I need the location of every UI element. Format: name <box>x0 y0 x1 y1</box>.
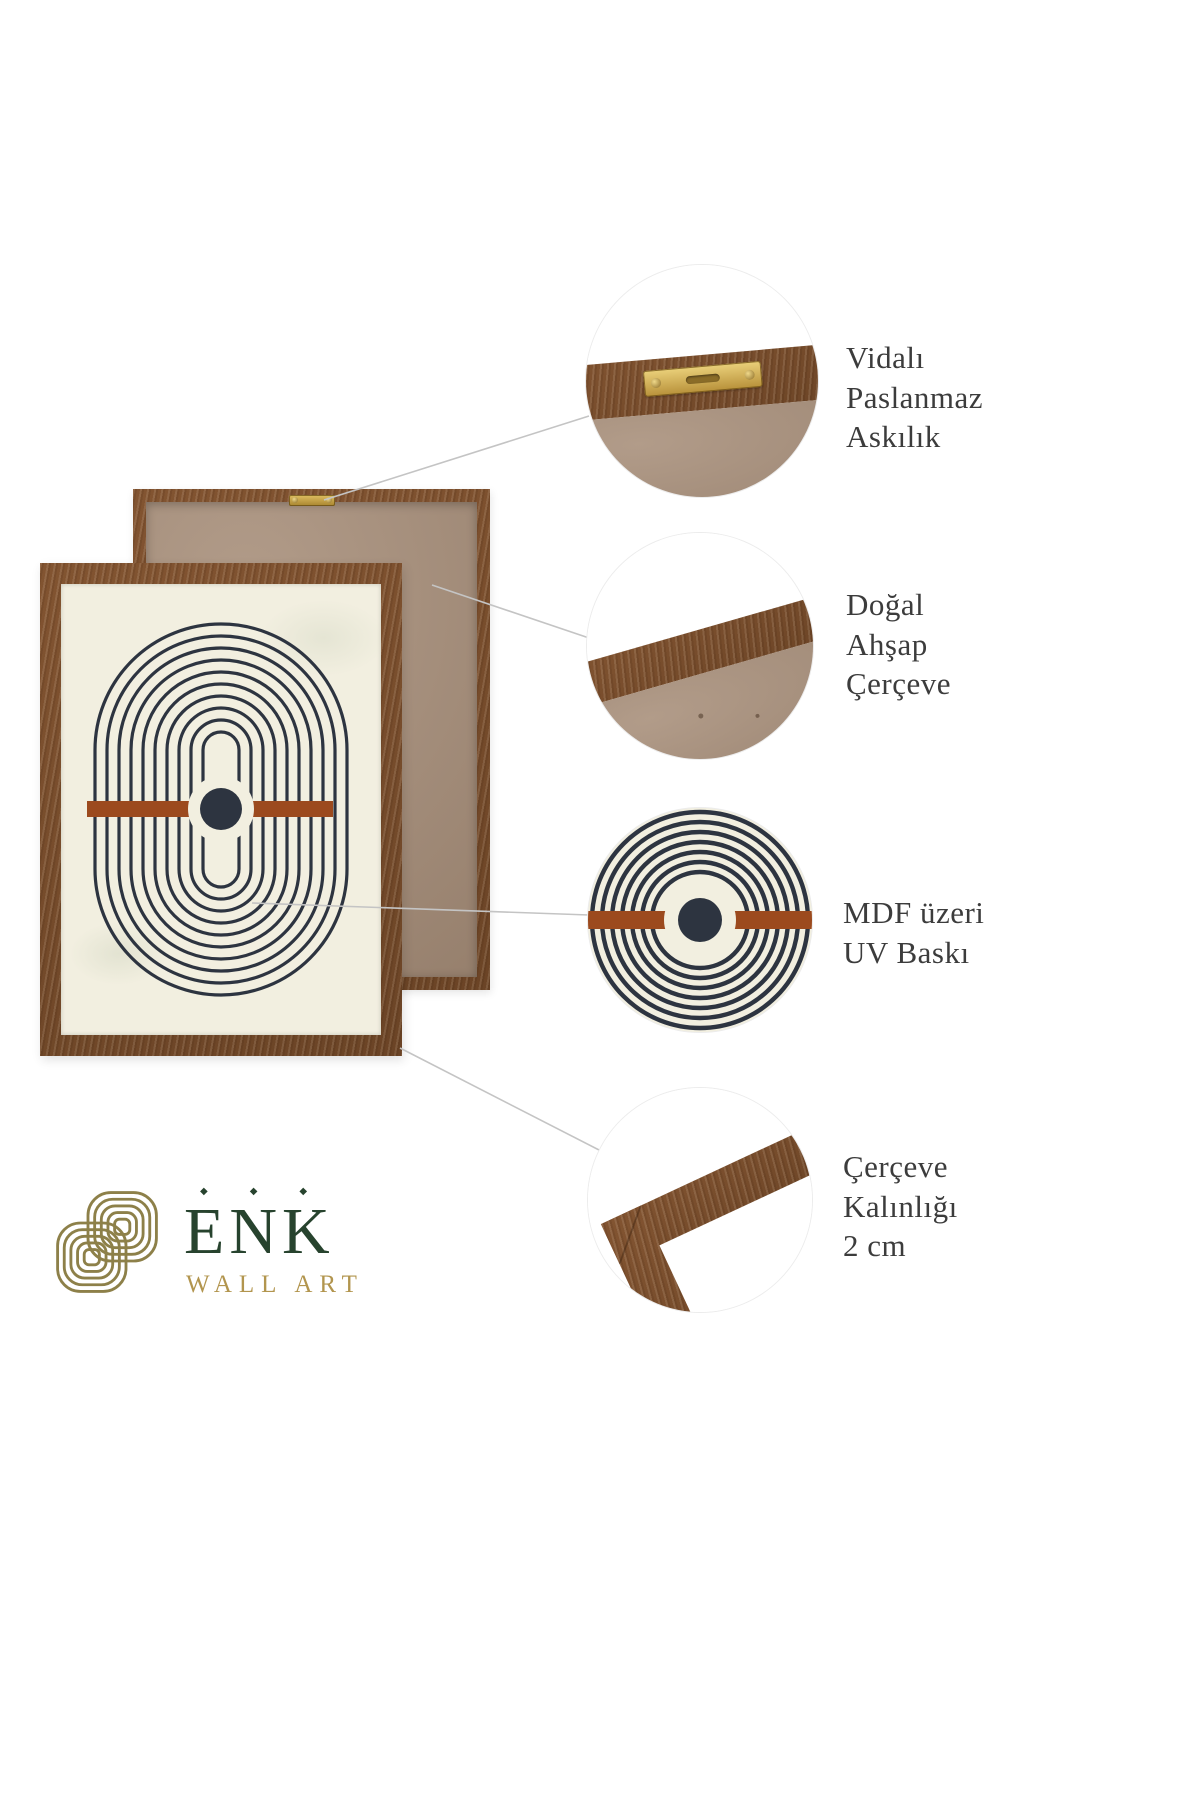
artwork-pattern <box>87 622 349 997</box>
artwork-print <box>61 584 381 1035</box>
enk-knot-icon <box>56 1191 158 1293</box>
callout-label-hanger: Vidalı Paslanmaz Askılık <box>846 340 984 455</box>
screw <box>291 497 298 503</box>
hanger-plate <box>288 495 335 506</box>
frame-thickness-scene <box>588 1088 812 1312</box>
frame-corner-scene <box>587 533 813 759</box>
callout-hanger-detail <box>586 265 818 497</box>
brand-name: ENK <box>184 1195 335 1268</box>
staple-mark <box>697 712 704 720</box>
screw <box>325 497 332 503</box>
screw <box>650 377 662 389</box>
logo-diamond-marks: ◆◆◆ <box>200 1186 350 1197</box>
callout-label-thickness: Çerçeve Kalınlığı 2 cm <box>843 1149 958 1264</box>
frame-front-view <box>40 563 402 1056</box>
callout-thickness-detail <box>588 1088 812 1312</box>
print-pattern-zoom <box>588 808 812 1032</box>
hanger-detail-scene <box>586 265 818 497</box>
callout-print-detail <box>588 808 812 1032</box>
staple-mark <box>755 713 760 719</box>
callout-label-uv-print: MDF üzeri UV Baskı <box>843 895 985 970</box>
brand-subtitle: WALL ART <box>186 1271 364 1298</box>
hanger-slot <box>685 373 721 385</box>
screw <box>744 369 756 381</box>
callout-frame-corner-detail <box>587 533 813 759</box>
callout-label-wood-frame: Doğal Ahşap Çerçeve <box>846 587 952 702</box>
brand-text: ◆◆◆ ENK WALL ART <box>184 1185 364 1299</box>
brand-logo: ◆◆◆ ENK WALL ART <box>50 1185 364 1299</box>
